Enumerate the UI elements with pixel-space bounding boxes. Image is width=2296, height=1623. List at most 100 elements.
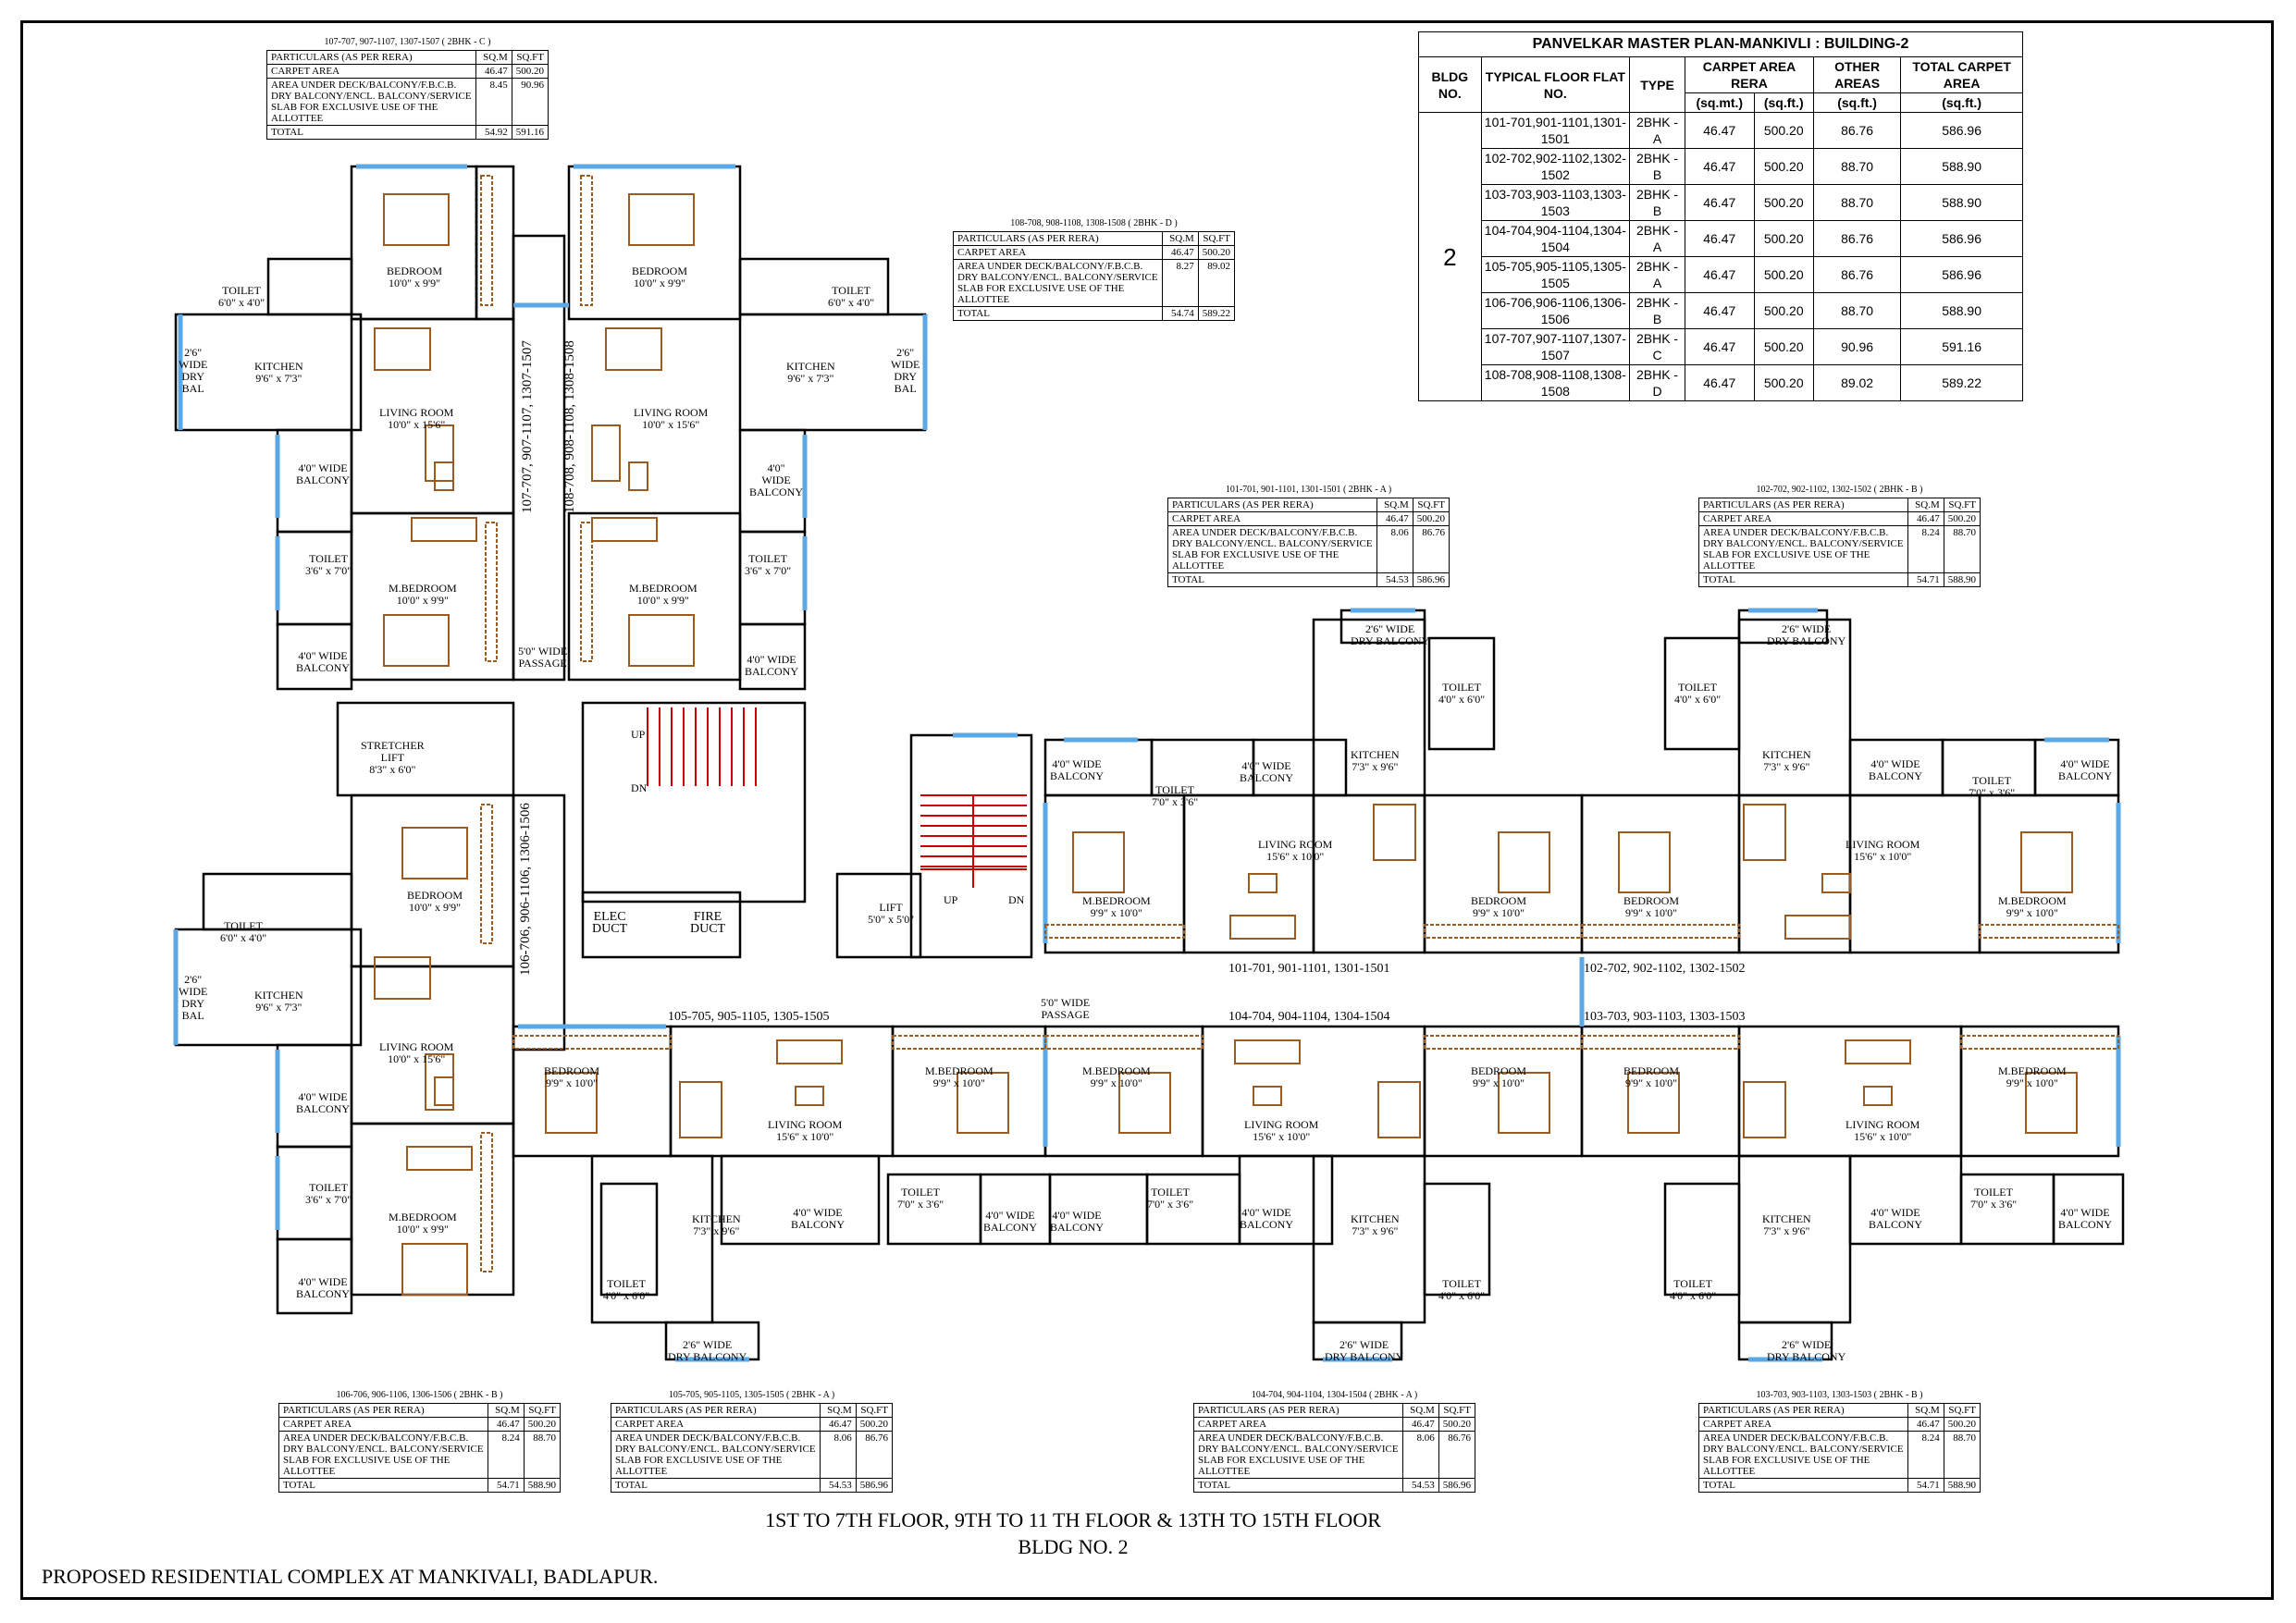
area-table-caption: 102-702, 902-1102, 1302-1502 ( 2BHK - B … bbox=[1756, 485, 1923, 495]
flat-label-104: 104-704, 904-1104, 1304-1504 bbox=[1228, 1010, 1390, 1024]
room-label-balcony-107b: 4'0" WIDE BALCONY bbox=[296, 649, 351, 674]
area-table-total-sqm: 54.71 bbox=[487, 1478, 525, 1493]
room-label-bedroom-102: BEDROOM 9'9" x 10'0" bbox=[1623, 894, 1680, 919]
room-label-toilet-103b: TOILET 4'0" x 6'0" bbox=[1670, 1277, 1717, 1302]
bed-furniture bbox=[383, 614, 450, 667]
area-table-row: AREA UNDER DECK/BALCONY/F.B.C.B. DRY BAL… bbox=[953, 259, 1236, 307]
area-table-row: AREA UNDER DECK/BALCONY/F.B.C.B. DRY BAL… bbox=[278, 1431, 562, 1479]
building-title: BLDG NO. 2 bbox=[1018, 1535, 1129, 1558]
area-table-row: 108-708, 908-1108, 1308-1508 ( 2BHK - D … bbox=[954, 218, 1235, 232]
wall-block bbox=[1737, 1154, 1852, 1324]
area-table-header-particulars: PARTICULARS (AS PER RERA) bbox=[278, 1403, 488, 1418]
sofa-furniture bbox=[1229, 915, 1296, 940]
sofa-furniture bbox=[1784, 915, 1851, 940]
room-label-drybal-106: 2'6" WIDE DRY BAL bbox=[179, 973, 208, 1022]
walls-layer bbox=[174, 165, 2125, 1361]
area-table-header-sqm: SQ.M bbox=[1401, 1403, 1439, 1418]
room-label-living-105: LIVING ROOM 15'6" x 10'0" bbox=[768, 1118, 843, 1143]
room-label-kitchen-101: KITCHEN 7'3" x 9'6" bbox=[1351, 748, 1400, 773]
area-table-other-sqft: 89.02 bbox=[1197, 259, 1236, 307]
wardrobe-furniture bbox=[1979, 924, 2119, 939]
master-table-cell: 86.76 bbox=[1812, 220, 1902, 257]
wardrobe-furniture bbox=[580, 522, 593, 662]
master-table-cell: 105-705,905-1105,1305-1505 bbox=[1480, 256, 1631, 293]
room-label-toilet-105b: TOILET 4'0" x 6'0" bbox=[603, 1277, 650, 1302]
wall-block bbox=[1423, 1025, 1584, 1158]
room-label-living-104: LIVING ROOM 15'6" x 10'0" bbox=[1244, 1118, 1319, 1143]
master-table-cell: 101-701,901-1101,1301-1501 bbox=[1480, 112, 1631, 149]
dining-set-furniture bbox=[1743, 804, 1786, 861]
room-label-bedroom-108: BEDROOM 10'0" x 9'9" bbox=[632, 264, 688, 289]
area-table-total-label: TOTAL bbox=[1193, 1478, 1403, 1493]
area-table-header-sqm: SQ.M bbox=[475, 50, 512, 65]
sofa-furniture bbox=[591, 517, 658, 542]
area-table-header-particulars: PARTICULARS (AS PER RERA) bbox=[611, 1403, 821, 1418]
area-table-total-sqm: 54.53 bbox=[819, 1478, 857, 1493]
area-table-carpet-sqm: 46.47 bbox=[475, 64, 512, 79]
room-label-balcony-105b: 4'0" WIDE BALCONY bbox=[983, 1209, 1038, 1234]
area-table-header-sqm: SQ.M bbox=[819, 1403, 857, 1418]
area-table-total-label: TOTAL bbox=[266, 125, 476, 140]
area-table-108: 108-708, 908-1108, 1308-1508 ( 2BHK - D … bbox=[953, 218, 1236, 321]
bed-furniture bbox=[2025, 1072, 2078, 1134]
area-table-other-sqft: 88.70 bbox=[1943, 1431, 1981, 1479]
bed-furniture bbox=[1498, 1072, 1550, 1134]
room-label-kitchen-105: KITCHEN 7'3" x 9'6" bbox=[692, 1212, 741, 1237]
dining-set-furniture bbox=[374, 956, 431, 1000]
dining-set-furniture bbox=[1377, 1081, 1421, 1138]
area-table-header-sqft: SQ.FT bbox=[1412, 498, 1450, 512]
wall-block bbox=[174, 313, 363, 432]
area-table-total-label: TOTAL bbox=[1698, 572, 1908, 587]
room-label-toilet-103: TOILET 7'0" x 3'6" bbox=[1970, 1186, 2018, 1211]
wall-block bbox=[276, 1237, 353, 1315]
area-table-other-sqft: 90.96 bbox=[511, 78, 549, 126]
header-carpet-area: CARPET AREA RERA bbox=[1685, 56, 1814, 93]
area-table-other-label: AREA UNDER DECK/BALCONY/F.B.C.B. DRY BAL… bbox=[1698, 1431, 1908, 1479]
dining-set-furniture bbox=[374, 327, 431, 371]
master-table-cell: 500.20 bbox=[1753, 112, 1814, 149]
area-table-caption: 107-707, 907-1107, 1307-1507 ( 2BHK - C … bbox=[324, 37, 491, 47]
master-table-cell: 88.70 bbox=[1812, 292, 1902, 329]
room-label-balcony-106b: 4'0" WIDE BALCONY bbox=[296, 1275, 351, 1300]
master-table-cell: 46.47 bbox=[1685, 112, 1755, 149]
room-label-mbedroom-106: M.BEDROOM 10'0" x 9'9" bbox=[389, 1211, 457, 1236]
master-table-cell: 90.96 bbox=[1812, 328, 1902, 365]
wall-block bbox=[266, 257, 353, 316]
area-table-total-sqft: 591.16 bbox=[511, 125, 549, 140]
room-label-balcony-102a: 4'0" WIDE BALCONY bbox=[1869, 757, 1923, 782]
master-table-cell: 500.20 bbox=[1753, 328, 1814, 365]
master-table-cell: 2BHK - A bbox=[1628, 112, 1686, 149]
master-table-cell: 46.47 bbox=[1685, 292, 1755, 329]
room-label-balcony-104b: 4'0" WIDE BALCONY bbox=[1240, 1206, 1294, 1231]
wall-block bbox=[1423, 1182, 1491, 1297]
wardrobe-furniture bbox=[480, 175, 493, 306]
area-table-carpet-label: CARPET AREA bbox=[953, 245, 1163, 260]
wall-block bbox=[512, 234, 566, 682]
wall-block bbox=[1427, 636, 1496, 751]
sofa-furniture bbox=[1234, 1039, 1301, 1064]
area-table-header-sqm: SQ.M bbox=[1161, 231, 1199, 246]
room-label-drybal-102: 2'6" WIDE DRY BALCONY bbox=[1767, 622, 1846, 647]
area-table-header-sqft: SQ.FT bbox=[1438, 1403, 1476, 1418]
area-table-other-label: AREA UNDER DECK/BALCONY/F.B.C.B. DRY BAL… bbox=[953, 259, 1163, 307]
master-table-cell: 589.22 bbox=[1900, 364, 2023, 401]
master-table-cell: 102-702,902-1102,1302-1502 bbox=[1480, 148, 1631, 185]
wall-block bbox=[590, 1154, 714, 1324]
room-label-balcony-102b: 4'0" WIDE BALCONY bbox=[2058, 757, 2113, 782]
header-sqmt: (sq.mt.) bbox=[1685, 92, 1755, 113]
area-table-total-sqft: 586.96 bbox=[1412, 572, 1450, 587]
master-table-cell: 2BHK - B bbox=[1628, 292, 1686, 329]
room-label-kitchen-102: KITCHEN 7'3" x 9'6" bbox=[1762, 748, 1811, 773]
furniture-layer bbox=[374, 175, 2119, 1296]
master-table-cell: 500.20 bbox=[1753, 184, 1814, 221]
master-table-cell: 500.20 bbox=[1753, 364, 1814, 401]
area-table-row: 106-706, 906-1106, 1306-1506 ( 2BHK - B … bbox=[279, 1390, 561, 1404]
flat-label-103: 103-703, 903-1103, 1303-1503 bbox=[1584, 1010, 1746, 1024]
